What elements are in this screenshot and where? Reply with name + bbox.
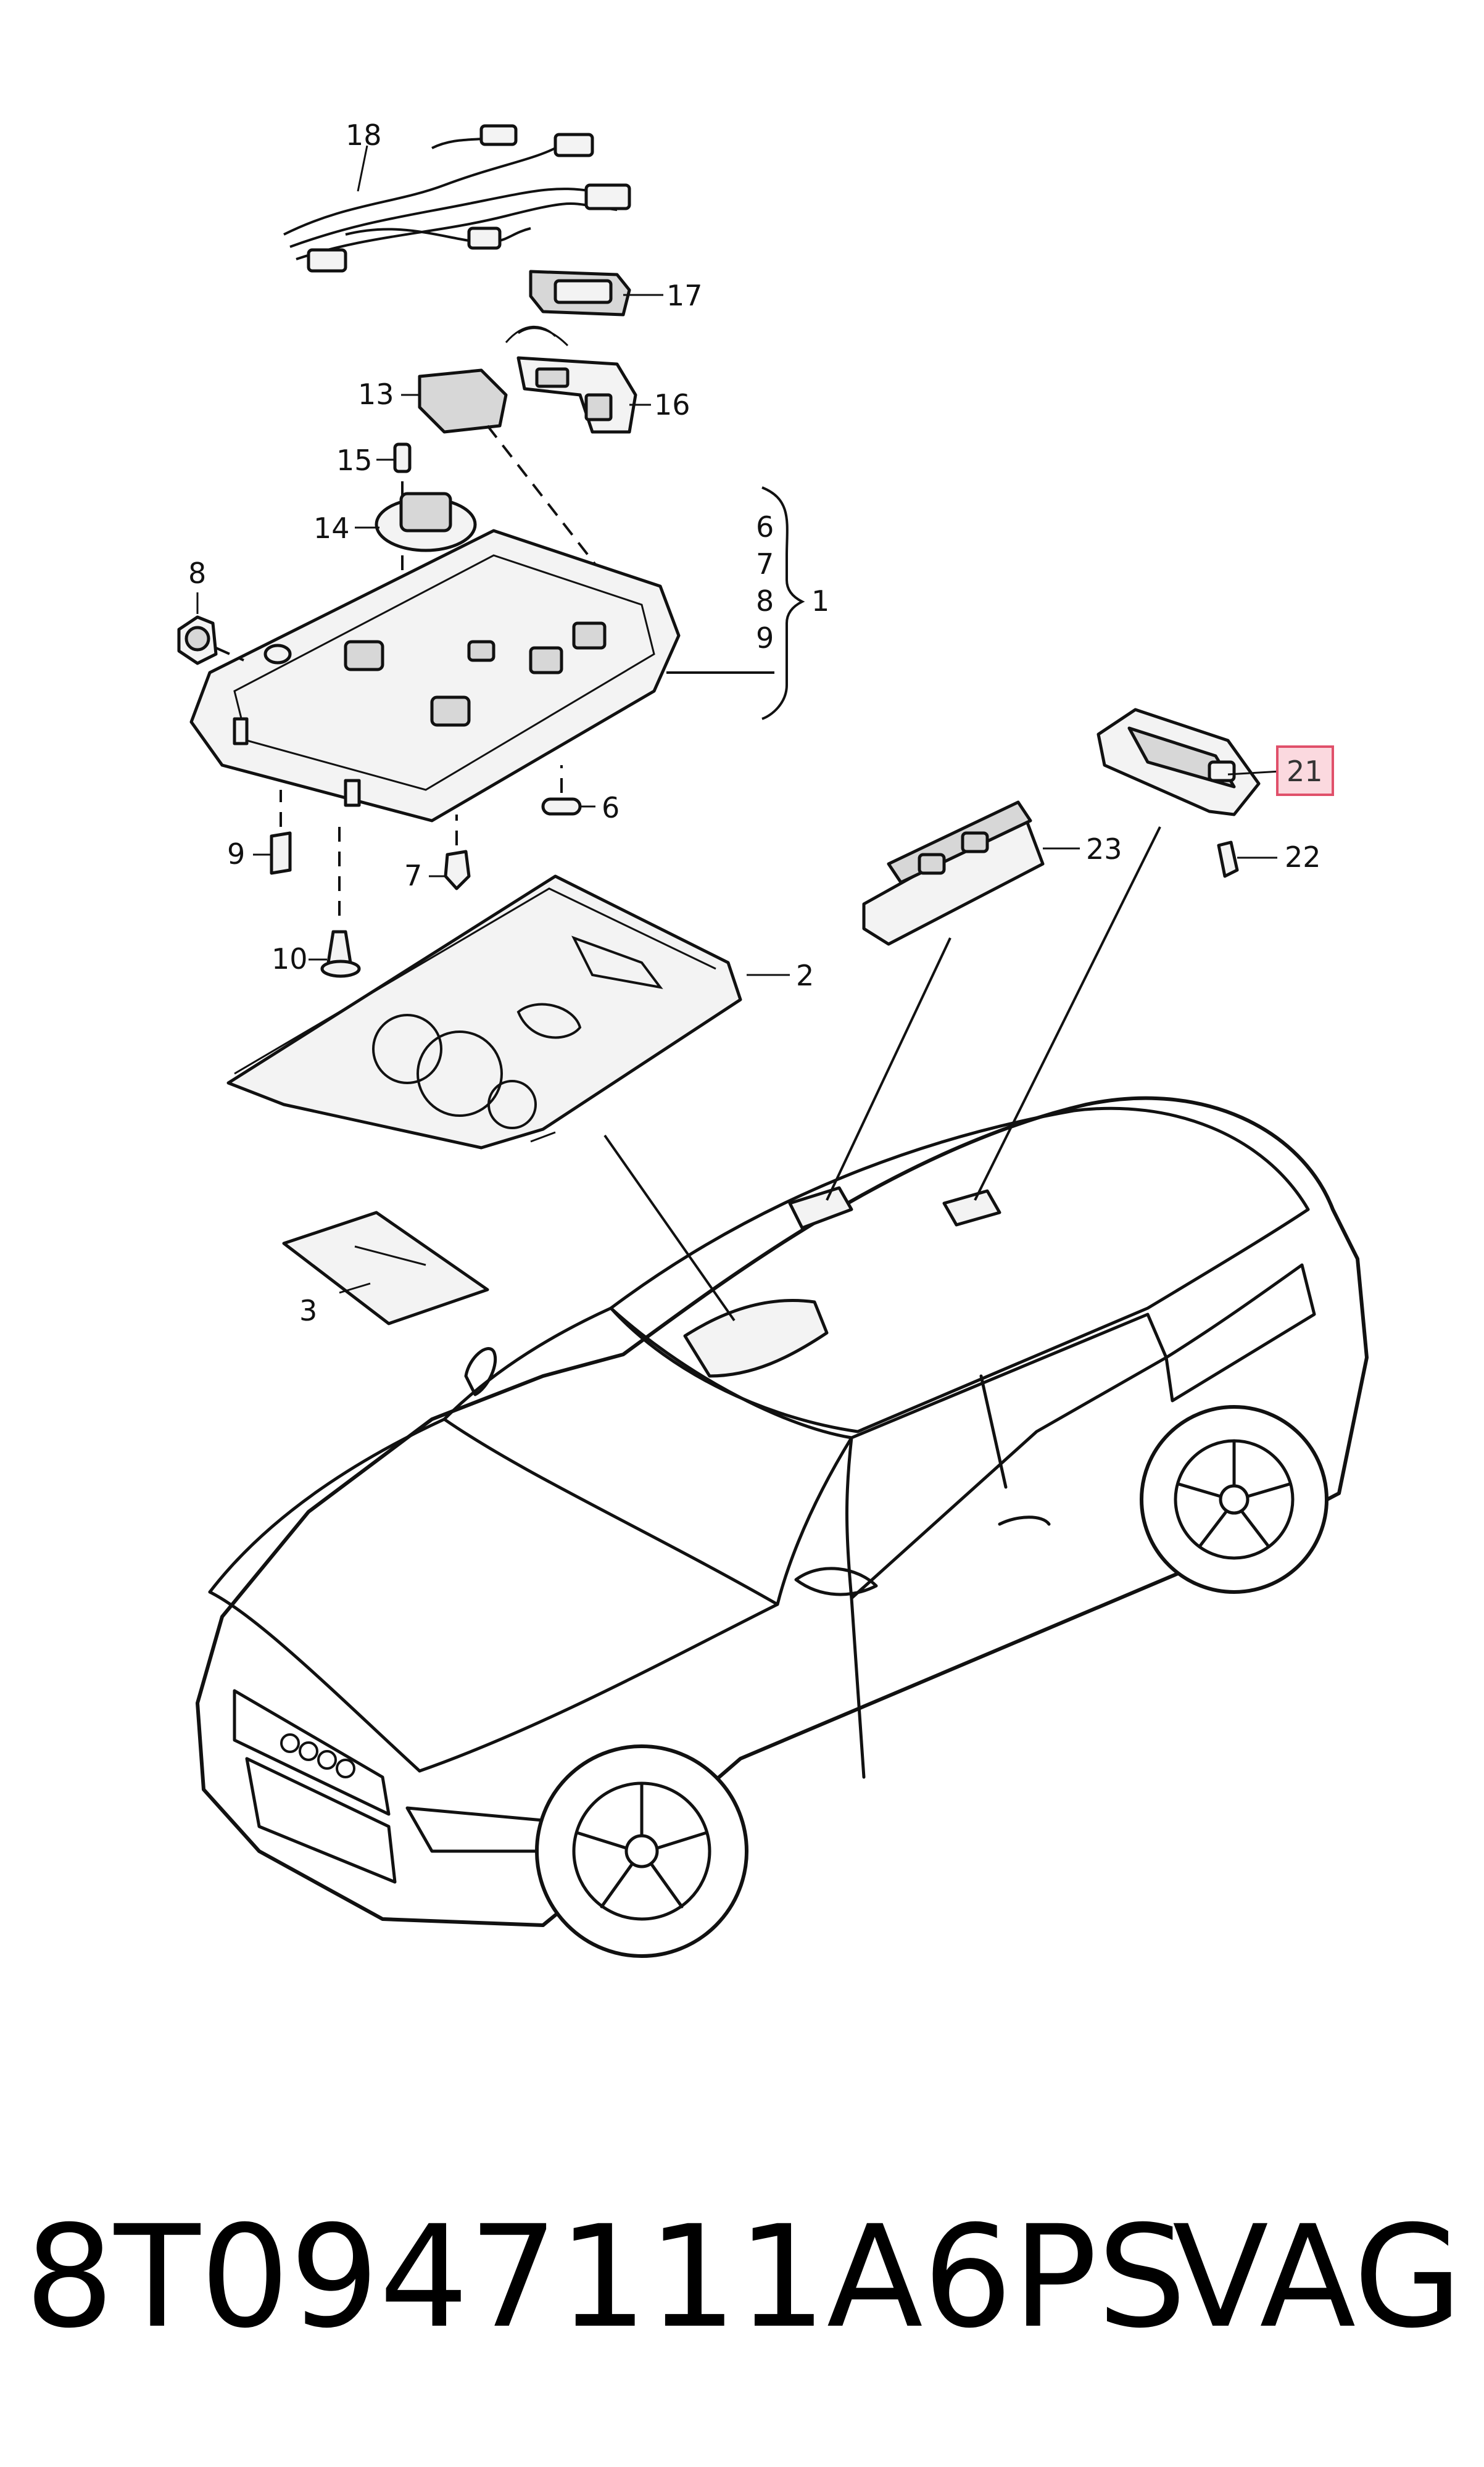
- switch-module-part-17: [529, 270, 663, 317]
- callout-1: 1: [811, 584, 829, 618]
- part-number-footer: 8T0947111A6PS VAG: [25, 2194, 1462, 2360]
- roof-console-housing-part-1: [189, 529, 774, 823]
- bulb-part-6: [541, 765, 595, 816]
- bracket-item-9: 9: [756, 621, 774, 655]
- callout-3: 3: [299, 1294, 317, 1327]
- car-illustration: [196, 1096, 1369, 1958]
- switch-part-23: [862, 800, 1080, 946]
- bracket-item-6: 6: [756, 510, 774, 544]
- cap-part-9: [253, 790, 292, 875]
- callout-17: 17: [666, 279, 703, 312]
- callout-10: 10: [272, 942, 308, 976]
- wiring-harness-part-18: [283, 124, 631, 273]
- microphone-part-14: [355, 492, 477, 552]
- callout-bracket: [761, 486, 805, 720]
- callout-8: 8: [188, 557, 206, 590]
- headliner-trim-part-2: [226, 874, 790, 1150]
- reading-light-part-21: [1096, 708, 1281, 816]
- bulb-part-22: [1217, 840, 1277, 878]
- callout-23: 23: [1086, 832, 1122, 866]
- callout-6: 6: [602, 791, 620, 824]
- bracket-item-8: 8: [756, 584, 774, 618]
- clip-part-8: [177, 592, 244, 665]
- callout-7: 7: [404, 859, 422, 892]
- screw-part-10: [309, 827, 361, 978]
- callout-13: 13: [358, 378, 394, 411]
- callout-16: 16: [654, 388, 690, 421]
- clip-part-7: [429, 815, 471, 890]
- callout-9: 9: [227, 837, 245, 871]
- bracket-item-7: 7: [756, 547, 774, 581]
- part-number: 8T0947111A6PS: [25, 2195, 1187, 2359]
- callout-18: 18: [346, 118, 382, 152]
- callout-21: 21: [1287, 755, 1323, 788]
- callout-21-highlight: [1276, 745, 1334, 796]
- bracket-part-16: [505, 325, 651, 434]
- cover-part-3: [282, 1211, 489, 1325]
- callout-22: 22: [1285, 840, 1321, 874]
- callout-labels: 18 17 16 13 15 14 8 6 7 8 9 1 6 9 7 10 2…: [188, 118, 1323, 1327]
- brand-name: VAG: [1172, 2195, 1462, 2359]
- leader-lines: [603, 826, 1161, 1322]
- callout-2: 2: [796, 959, 814, 992]
- callout-14: 14: [313, 512, 350, 545]
- callout-15: 15: [336, 444, 373, 477]
